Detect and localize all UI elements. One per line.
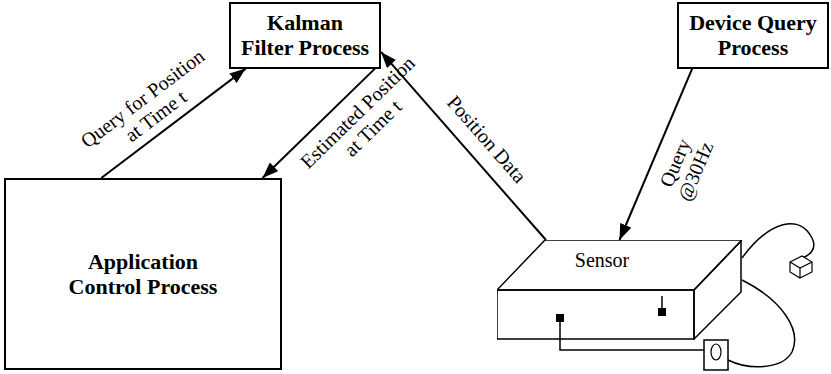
port-square	[556, 314, 564, 322]
sensor-box: Sensor	[497, 240, 742, 340]
edge-label: Position Data	[435, 83, 537, 195]
receiver-device	[704, 340, 728, 370]
sensor-label: Sensor	[552, 249, 652, 272]
process-name: Kalman Filter Process	[239, 10, 371, 61]
receiver-device	[711, 344, 721, 360]
process-name: Device Query Process	[683, 10, 823, 61]
process-box: Device Query Process	[677, 2, 829, 69]
sensor-face	[694, 241, 741, 339]
sensor-face	[497, 240, 742, 290]
sensor-face	[497, 290, 694, 339]
edge-label: Query @30Hz	[649, 121, 721, 212]
cable	[728, 280, 795, 367]
process-name: Application Control Process	[63, 249, 223, 300]
cable	[661, 296, 663, 308]
process-box: Kalman Filter Process	[229, 2, 381, 69]
port-square	[658, 308, 666, 316]
edge-label: Query for Position at Time t	[72, 41, 226, 173]
cable	[560, 322, 704, 350]
cable	[742, 224, 814, 258]
connector-plug	[790, 256, 812, 278]
edge-label: Estimated Position at Time t	[292, 49, 437, 192]
process-box: Application Control Process	[4, 178, 282, 370]
